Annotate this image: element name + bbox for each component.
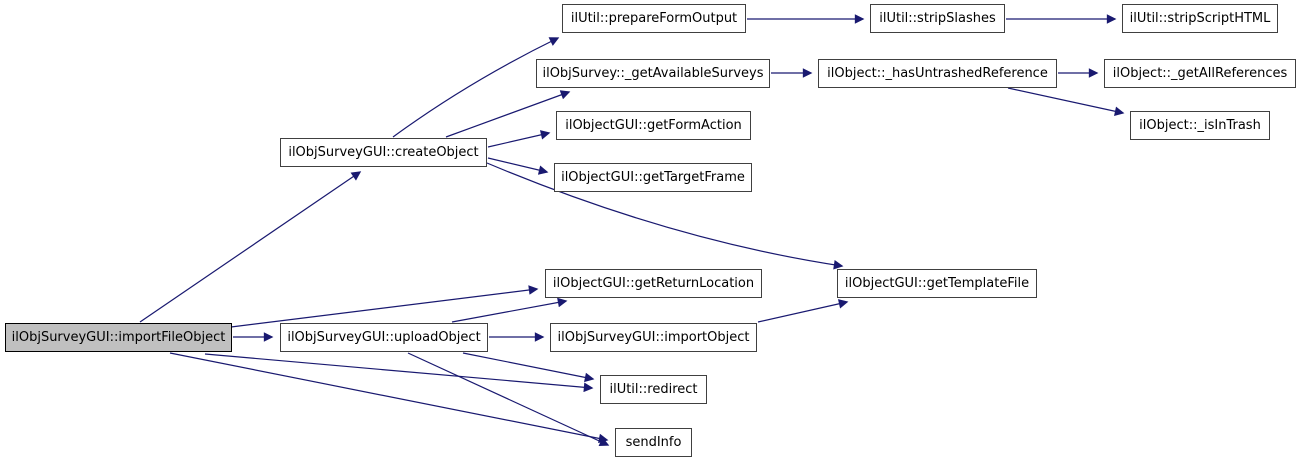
edge-importObject-to-getTemplateFile [757, 299, 849, 323]
edge-importFileObject-to-sendInfo [169, 352, 609, 444]
edge-importFileObject-to-redirect [204, 353, 594, 393]
node-hasUntrashedReference[interactable]: ilObject::_hasUntrashedReference [818, 59, 1057, 88]
node-stripSlashes[interactable]: ilUtil::stripSlashes [870, 4, 1005, 33]
node-importObject[interactable]: ilObjSurveyGUI::importObject [550, 323, 757, 352]
node-isInTrash[interactable]: ilObject::_isInTrash [1130, 111, 1270, 140]
edge-importFileObject-to-createObject [139, 171, 362, 323]
edge-importFileObject-to-getReturnLocation [230, 285, 539, 328]
node-importFileObject: ilObjSurveyGUI::importFileObject [5, 323, 232, 352]
node-createObject[interactable]: ilObjSurveyGUI::createObject [280, 138, 487, 167]
node-prepareFormOutput[interactable]: ilUtil::prepareFormOutput [562, 4, 746, 33]
node-redirect[interactable]: ilUtil::redirect [600, 375, 707, 404]
edge-createObject-to-getTargetFrame [487, 157, 549, 175]
node-getReturnLocation[interactable]: ilObjectGUI::getReturnLocation [545, 269, 762, 298]
edge-createObject-to-getTemplateFile [486, 162, 844, 270]
node-sendInfo[interactable]: sendInfo [615, 428, 692, 457]
node-uploadObject[interactable]: ilObjSurveyGUI::uploadObject [280, 323, 488, 352]
node-stripScriptHTML[interactable]: ilUtil::stripScriptHTML [1122, 4, 1278, 33]
edge-uploadObject-to-getReturnLocation [451, 297, 568, 323]
edge-hasUntrashedReference-to-isInTrash [1007, 87, 1125, 116]
edge-createObject-to-getFormAction [487, 130, 551, 148]
edge-uploadObject-to-redirect [462, 352, 595, 383]
edge-createObject-to-prepareFormOutput [392, 37, 560, 138]
node-getTemplateFile[interactable]: ilObjectGUI::getTemplateFile [837, 269, 1037, 298]
node-getAllReferences[interactable]: ilObject::_getAllReferences [1104, 59, 1296, 88]
node-getFormAction[interactable]: ilObjectGUI::getFormAction [556, 111, 751, 140]
edge-createObject-to-getAvailableSurveys [445, 90, 571, 138]
node-getAvailableSurveys[interactable]: ilObjSurvey::_getAvailableSurveys [536, 59, 770, 88]
node-getTargetFrame[interactable]: ilObjectGUI::getTargetFrame [554, 163, 752, 192]
edge-uploadObject-to-sendInfo [407, 352, 610, 446]
